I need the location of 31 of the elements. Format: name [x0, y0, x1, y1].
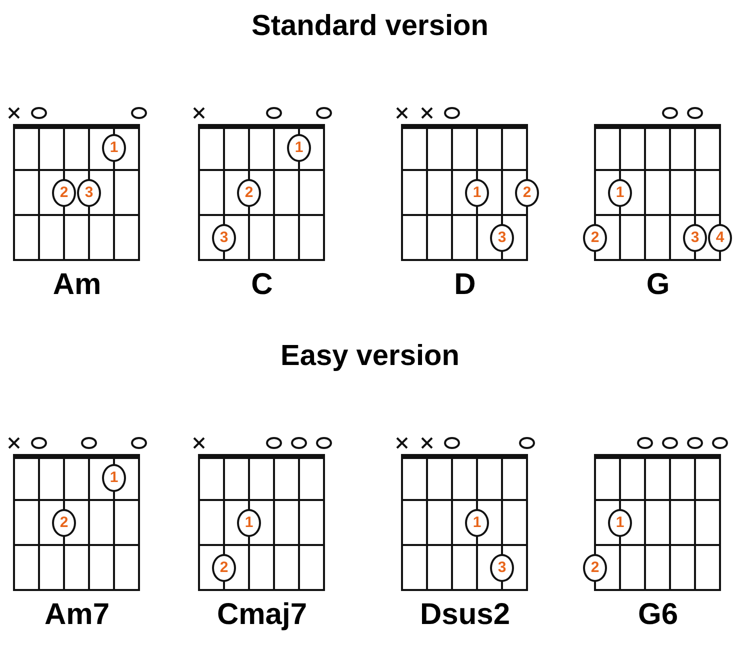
finger-marker: 3: [212, 224, 236, 252]
finger-marker: 2: [52, 178, 76, 206]
chord-name: Cmaj7: [216, 598, 308, 632]
finger-marker: 2: [583, 554, 607, 582]
finger-marker: 2: [515, 178, 539, 206]
chord-name: Am7: [43, 598, 111, 632]
finger-marker: 2: [52, 508, 76, 536]
finger-marker: 1: [287, 134, 311, 162]
finger-marker: 1: [237, 508, 261, 536]
finger-marker: 4: [708, 224, 732, 252]
finger-marker: 1: [102, 134, 126, 162]
chord-name: G6: [636, 598, 680, 632]
finger-marker: 1: [608, 178, 632, 206]
finger-marker: 1: [102, 464, 126, 492]
chord-name: Am: [52, 268, 102, 302]
finger-marker: 3: [683, 224, 707, 252]
finger-marker: 2: [583, 224, 607, 252]
finger-marker: 2: [212, 554, 236, 582]
section-heading: Standard version: [250, 9, 490, 44]
chord-name: Dsus2: [418, 598, 512, 632]
finger-marker: 1: [608, 508, 632, 536]
finger-marker: 3: [490, 224, 514, 252]
finger-marker: 1: [465, 508, 489, 536]
chord-name: G: [645, 268, 671, 302]
finger-marker: 3: [490, 554, 514, 582]
chord-name: C: [250, 268, 274, 302]
finger-marker: 2: [237, 178, 261, 206]
finger-marker: 1: [465, 178, 489, 206]
finger-marker: 3: [77, 178, 101, 206]
chord-name: D: [453, 268, 477, 302]
section-heading: Easy version: [280, 339, 460, 374]
